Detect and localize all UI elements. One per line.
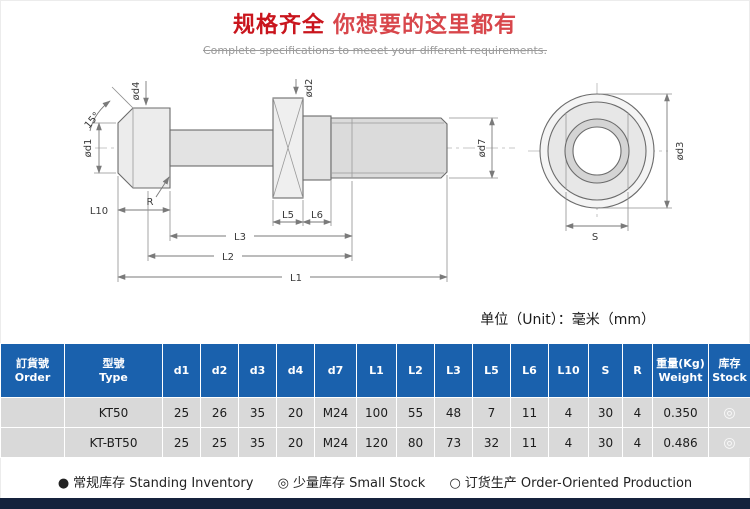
stock-legend: ●常规库存 Standing Inventory ◎少量库存 Small Sto… — [0, 472, 750, 491]
cell-type: KT50 — [64, 397, 163, 428]
dim-label-d3: ød3 — [675, 142, 686, 161]
col-header-d4: d4 — [276, 343, 315, 398]
page-header: 规格齐全你想要的这里都有 Complete specifications to … — [0, 0, 750, 57]
cell-l2: 55 — [396, 397, 435, 428]
cell-weight: 0.486 — [652, 427, 709, 458]
legend-item-small-stock: ◎少量库存 Small Stock — [278, 476, 426, 491]
cell-l6: 11 — [510, 397, 549, 428]
col-header-d1: d1 — [162, 343, 201, 398]
col-header-l5: L5 — [472, 343, 511, 398]
legend-text: 少量库存 Small Stock — [292, 476, 426, 491]
dim-label-d4: ød4 — [131, 82, 142, 101]
cell-order — [0, 427, 65, 458]
legend-item-order-oriented: ○订货生产 Order-Oriented Production — [449, 476, 692, 491]
cell-d7: M24 — [314, 397, 357, 428]
title-tail: 你想要的这里都有 — [333, 13, 518, 38]
footer-bar — [0, 498, 750, 509]
cell-weight: 0.350 — [652, 397, 709, 428]
col-header-s: S — [588, 343, 623, 398]
cell-r: 4 — [622, 427, 653, 458]
cell-s: 30 — [588, 397, 623, 428]
dim-label-s: S — [592, 232, 598, 243]
cell-order — [0, 397, 65, 428]
col-header-l2: L2 — [396, 343, 435, 398]
dim-label-d7: ød7 — [477, 139, 488, 158]
col-header-l1: L1 — [356, 343, 397, 398]
cell-s: 30 — [588, 427, 623, 458]
col-header-weight: 重量(Kg)Weight — [652, 343, 709, 398]
cell-l3: 48 — [434, 397, 473, 428]
col-header-l3: L3 — [434, 343, 473, 398]
page-subtitle: Complete specifications to meeet your di… — [202, 44, 548, 57]
cell-l3: 73 — [434, 427, 473, 458]
cell-stock-symbol: ◎ — [708, 397, 750, 428]
cell-l6: 11 — [510, 427, 549, 458]
cell-l2: 80 — [396, 427, 435, 458]
col-header-l10: L10 — [548, 343, 589, 398]
col-header-d2: d2 — [200, 343, 239, 398]
dim-label-r: R — [147, 197, 154, 208]
cell-d7: M24 — [314, 427, 357, 458]
bullseye-circle-icon: ◎ — [277, 476, 289, 491]
cell-type: KT-BT50 — [64, 427, 163, 458]
cell-d4: 20 — [276, 427, 315, 458]
cell-r: 4 — [622, 397, 653, 428]
col-header-r: R — [622, 343, 653, 398]
unit-note: 单位（Unit）：毫米（mm） — [480, 312, 655, 328]
page-title: 规格齐全你想要的这里都有 — [0, 13, 750, 39]
cell-d3: 35 — [238, 397, 277, 428]
pull-stud-end-view — [539, 93, 655, 209]
table-row-kt-bt50: KT-BT50 25 25 35 20 M24 120 80 73 32 11 … — [0, 427, 750, 458]
cell-stock-symbol: ◎ — [708, 427, 750, 458]
legend-text: 常规库存 Standing Inventory — [73, 476, 254, 491]
cell-d2: 25 — [200, 427, 239, 458]
cell-l10: 4 — [548, 397, 589, 428]
dim-label-l5: L5 — [282, 210, 294, 221]
legend-item-standing: ●常规库存 Standing Inventory — [58, 476, 254, 491]
cell-l1: 120 — [356, 427, 397, 458]
dim-label-l6: L6 — [311, 210, 323, 221]
col-header-d7: d7 — [314, 343, 357, 398]
col-header-d3: d3 — [238, 343, 277, 398]
dim-label-d2: ød2 — [304, 79, 315, 98]
cell-d1: 25 — [162, 427, 201, 458]
cell-d4: 20 — [276, 397, 315, 428]
cell-d2: 26 — [200, 397, 239, 428]
cell-l5: 32 — [472, 427, 511, 458]
dim-label-angle: 15° — [83, 110, 103, 131]
col-header-l6: L6 — [510, 343, 549, 398]
cell-d1: 25 — [162, 397, 201, 428]
cell-l1: 100 — [356, 397, 397, 428]
cell-d3: 35 — [238, 427, 277, 458]
title-main: 规格齐全 — [232, 13, 325, 38]
dimension-lines — [89, 79, 672, 282]
dim-label-d1: ød1 — [83, 139, 94, 158]
open-circle-icon: ○ — [449, 476, 461, 491]
dim-label-l1: L1 — [290, 273, 302, 284]
legend-text: 订货生产 Order-Oriented Production — [464, 476, 693, 491]
technical-drawing: ød1 15° ød4 ød2 R ød7 L10 L5 L6 L3 L2 L1… — [83, 79, 686, 284]
dim-label-l3: L3 — [234, 232, 246, 243]
dim-label-l2: L2 — [222, 252, 234, 263]
dim-label-l10: L10 — [90, 206, 108, 217]
filled-circle-icon: ● — [57, 476, 70, 491]
pull-stud-side-view — [117, 97, 448, 199]
cell-l10: 4 — [548, 427, 589, 458]
cell-l5: 7 — [472, 397, 511, 428]
table-row-kt50: KT50 25 26 35 20 M24 100 55 48 7 11 4 30… — [0, 397, 750, 428]
